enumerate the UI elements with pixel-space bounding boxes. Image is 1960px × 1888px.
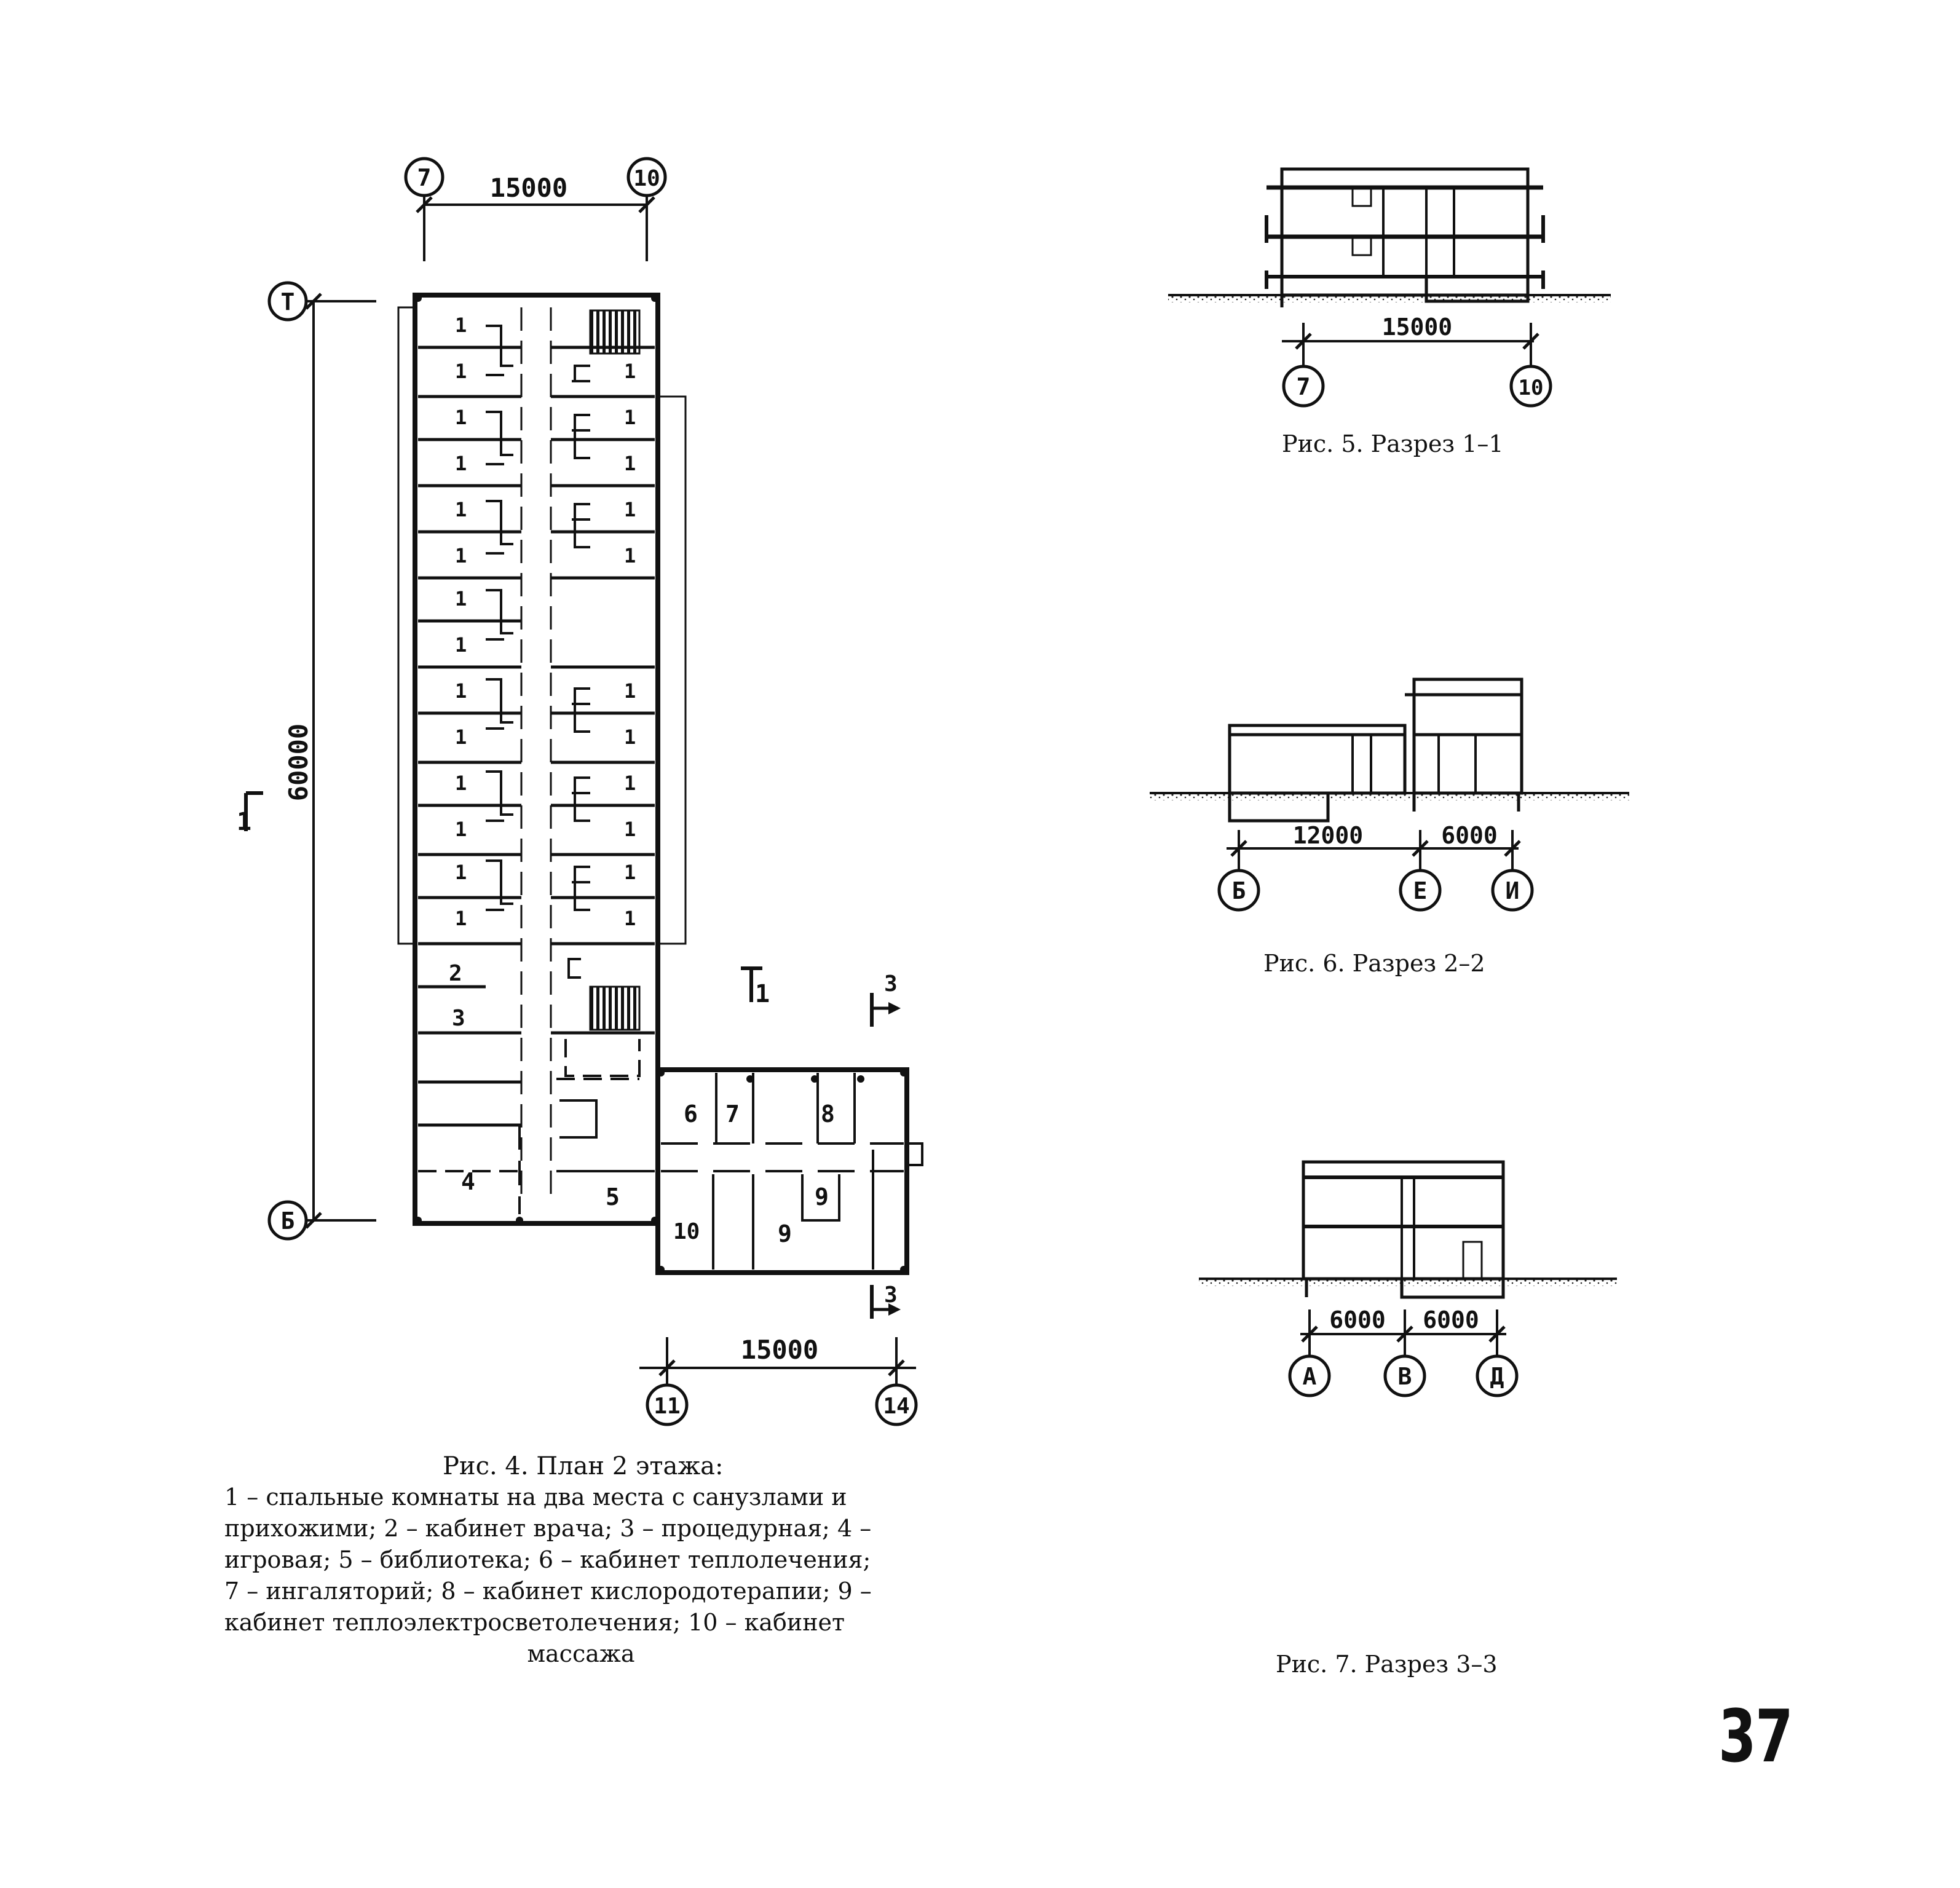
room-label-1: 1 bbox=[455, 772, 467, 795]
section-2-2-labels: 12000 6000 Б Е И bbox=[1232, 822, 1520, 904]
section-1-dim: 15000 bbox=[1382, 314, 1452, 341]
section-mark-1-left bbox=[244, 791, 263, 831]
floor-plan bbox=[244, 157, 923, 1426]
room-label-1: 1 bbox=[624, 544, 636, 567]
room-label-1: 1 bbox=[624, 907, 636, 930]
room-label-9: 9 bbox=[815, 1183, 829, 1211]
room-label-1: 1 bbox=[455, 452, 467, 475]
section-3-top-label: 3 bbox=[884, 971, 898, 997]
axis-label-10: 10 bbox=[633, 166, 660, 191]
stair-south bbox=[589, 985, 641, 1031]
west-balconies bbox=[397, 306, 416, 945]
room-label-1: 1 bbox=[455, 818, 467, 841]
section-2-axis-b: Б bbox=[1232, 877, 1246, 904]
axis-label-b: Б bbox=[281, 1207, 295, 1234]
section-1-1-labels: 15000 7 10 bbox=[1297, 314, 1544, 400]
legend-line-3: игровая; 5 – библиотека; 6 – кабинет теп… bbox=[224, 1546, 871, 1573]
room-label-1: 1 bbox=[455, 725, 467, 749]
room-label-8: 8 bbox=[821, 1100, 835, 1128]
room-label-1: 1 bbox=[455, 406, 467, 429]
fig4-legend: 1 – спальные комнаты на два места с сану… bbox=[224, 1482, 938, 1670]
east-balconies bbox=[657, 395, 687, 945]
room-label-7: 7 bbox=[725, 1100, 740, 1128]
axis-label-t: Т bbox=[281, 288, 295, 315]
section-3-axis-d: Д bbox=[1490, 1363, 1504, 1390]
section-2-axis-e: Е bbox=[1413, 877, 1428, 904]
room-label-1: 1 bbox=[624, 818, 636, 841]
room-label-1: 1 bbox=[455, 861, 467, 884]
section-2-dim-right: 6000 bbox=[1441, 822, 1498, 849]
room-label-1: 1 bbox=[455, 544, 467, 567]
room-label-1: 1 bbox=[455, 498, 467, 521]
section-3-dim-left: 6000 bbox=[1329, 1306, 1386, 1333]
section-mark-1-right bbox=[741, 966, 762, 1002]
section-mark-3-bottom bbox=[870, 1285, 901, 1319]
room-label-1: 1 bbox=[455, 633, 467, 657]
treatment-wing-outline bbox=[655, 1067, 909, 1275]
room-label-1: 1 bbox=[624, 406, 636, 429]
section-3-axis-v: В bbox=[1398, 1363, 1412, 1390]
section-3-3-labels: 6000 6000 А В Д bbox=[1303, 1306, 1504, 1390]
page-number: 37 bbox=[1718, 1694, 1793, 1779]
section-1-left-label: 1 bbox=[237, 808, 251, 836]
plan-dim-left: 60000 bbox=[283, 724, 314, 801]
plan-left-dimension bbox=[267, 281, 376, 1241]
floor-plan-labels: 15000 60000 15000 7 10 Т Б 11 14 1 1 3 3… bbox=[237, 164, 910, 1419]
legend-line-4: 7 – ингаляторий; 8 – кабинет кислородоте… bbox=[224, 1578, 872, 1605]
section-1-axis-10: 10 bbox=[1519, 376, 1544, 400]
plan-dim-bottom: 15000 bbox=[741, 1335, 818, 1365]
section-1-right-label: 1 bbox=[755, 980, 770, 1008]
legend-line-5: кабинет теплоэлектросветолечения; 10 – к… bbox=[224, 1609, 845, 1636]
legend-line-6: массажа bbox=[527, 1640, 635, 1667]
fig7-caption: Рис. 7. Разрез 3–3 bbox=[1276, 1651, 1498, 1678]
section-2-axis-i: И bbox=[1506, 877, 1520, 904]
section-3-dim-right: 6000 bbox=[1423, 1306, 1479, 1333]
room-label-1: 1 bbox=[455, 679, 467, 703]
axis-label-7: 7 bbox=[417, 164, 432, 191]
legend-line-1: 1 – спальные комнаты на два места с сану… bbox=[224, 1483, 847, 1511]
section-1-axis-7: 7 bbox=[1297, 373, 1311, 400]
section-3-bottom-label: 3 bbox=[884, 1282, 898, 1308]
room-label-1: 1 bbox=[624, 725, 636, 749]
plan-dim-top: 15000 bbox=[490, 173, 567, 203]
axis-label-14: 14 bbox=[883, 1394, 909, 1419]
stair-north bbox=[589, 309, 641, 355]
section-3-3 bbox=[1199, 1160, 1617, 1397]
legend-line-2: прихожими; 2 – кабинет врача; 3 – процед… bbox=[224, 1515, 872, 1542]
room-label-1: 1 bbox=[624, 498, 636, 521]
room-label-3: 3 bbox=[452, 1006, 465, 1031]
fig5-caption: Рис. 5. Разрез 1–1 bbox=[1282, 430, 1504, 457]
plan-bottom-dimension bbox=[639, 1337, 918, 1426]
room-label-2: 2 bbox=[449, 961, 462, 986]
room-label-1: 1 bbox=[455, 360, 467, 383]
fig6-caption: Рис. 6. Разрез 2–2 bbox=[1263, 950, 1485, 977]
room-label-4: 4 bbox=[461, 1168, 475, 1195]
room-label-1: 1 bbox=[624, 861, 636, 884]
room-label-5: 5 bbox=[606, 1183, 620, 1211]
room-label-9: 9 bbox=[778, 1220, 792, 1247]
main-wing-outline bbox=[413, 293, 660, 1226]
section-3-axis-a: А bbox=[1303, 1363, 1317, 1390]
axis-label-11: 11 bbox=[654, 1394, 680, 1419]
room-label-1: 1 bbox=[455, 587, 467, 610]
fig4-caption: Рис. 4. План 2 этажа: bbox=[443, 1452, 724, 1480]
plan-top-dimension bbox=[404, 157, 667, 261]
room-label-1: 1 bbox=[624, 360, 636, 383]
section-1-1 bbox=[1168, 167, 1611, 408]
room-label-1: 1 bbox=[455, 907, 467, 930]
section-2-2 bbox=[1150, 677, 1629, 912]
section-mark-3-top bbox=[870, 993, 901, 1027]
room-label-6: 6 bbox=[684, 1100, 698, 1128]
room-label-10: 10 bbox=[673, 1219, 700, 1244]
room-label-1: 1 bbox=[624, 679, 636, 703]
room-label-1: 1 bbox=[624, 772, 636, 795]
room-label-1: 1 bbox=[455, 314, 467, 337]
section-2-dim-left: 12000 bbox=[1293, 822, 1363, 849]
room-label-1: 1 bbox=[624, 452, 636, 475]
